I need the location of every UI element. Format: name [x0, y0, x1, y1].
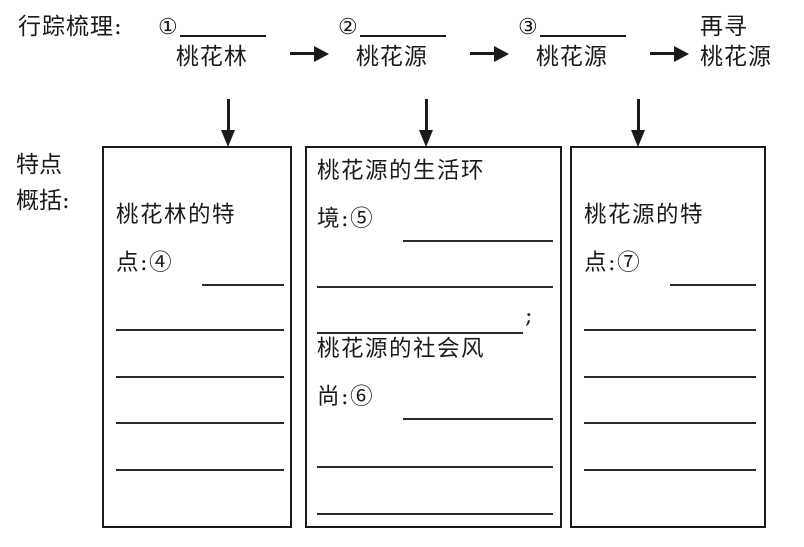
arrow-head — [494, 46, 509, 62]
box-peach-spring-life: 桃花源的生活环 境:⑤ ; 桃花源的社会风 尚:⑥ — [305, 146, 562, 528]
flow-node-2-blank[interactable] — [359, 18, 446, 37]
box-peach-spring-features: 桃花源的特 点:⑦ — [570, 146, 766, 528]
box-1-rule-3[interactable] — [116, 422, 284, 424]
flow-node-4-top: 再寻 — [700, 14, 748, 40]
arrow-head — [631, 130, 645, 147]
circled-number-1: ① — [158, 15, 178, 40]
box-2-text-line-4: 尚:⑥ — [317, 384, 375, 410]
box-3-rule-1[interactable] — [584, 329, 756, 331]
box-2-answer-blank-6[interactable] — [403, 418, 553, 420]
flow-node-1-caption: 桃花林 — [175, 44, 248, 71]
flow-node-3-top: ③ — [518, 14, 626, 40]
box-2-rule-4[interactable] — [317, 513, 553, 515]
box-1-rule-2[interactable] — [116, 376, 284, 378]
flow-row: 行踪梳理: ① 桃花林 ② 桃花源 ③ 桃花源 再寻 桃花源 — [0, 0, 804, 100]
feature-summary-label: 特点 概括: — [16, 148, 70, 219]
down-arrow-to-box-1 — [221, 99, 235, 147]
box-1-text-line-2: 点:④ — [116, 250, 174, 276]
arrow-shaft — [227, 99, 230, 135]
circled-number-3: ③ — [518, 15, 538, 40]
box-2-text-line-3: 桃花源的社会风 — [317, 336, 486, 362]
box-3-rule-3[interactable] — [584, 422, 756, 424]
flow-node-4: 再寻 桃花源 — [700, 14, 772, 73]
flow-node-3: ③ 桃花源 — [518, 14, 626, 73]
box-3-text-line-2: 点:⑦ — [584, 250, 642, 276]
flow-node-1-blank[interactable] — [179, 18, 266, 37]
box-peach-forest: 桃花林的特 点:④ — [102, 146, 292, 528]
box-3-rule-2[interactable] — [584, 376, 756, 378]
flow-node-2-caption: 桃花源 — [355, 44, 428, 71]
down-arrow-to-box-3 — [631, 99, 645, 147]
flow-arrow-1 — [290, 45, 330, 63]
box-2-rule-1[interactable] — [317, 286, 553, 288]
arrow-head — [314, 46, 329, 62]
box-1-rule-4[interactable] — [116, 469, 284, 471]
flow-node-4-caption: 桃花源 — [700, 44, 772, 71]
box-2-answer-blank-5[interactable] — [403, 240, 553, 242]
flow-node-1-top: ① — [158, 14, 266, 40]
box-3-rule-4[interactable] — [584, 469, 756, 471]
box-1-text-line-1: 桃花林的特 — [116, 202, 237, 228]
flow-node-1: ① 桃花林 — [158, 14, 266, 73]
box-2-rule-2[interactable] — [317, 332, 523, 334]
flow-node-2: ② 桃花源 — [338, 14, 446, 73]
box-2-semicolon: ; — [525, 304, 533, 329]
arrow-head — [221, 130, 235, 147]
circled-number-2: ② — [338, 15, 358, 40]
arrow-shaft — [637, 99, 640, 135]
arrow-head — [674, 46, 689, 62]
box-2-text-line-2: 境:⑤ — [317, 206, 375, 232]
arrow-head — [419, 130, 433, 147]
feature-summary-label-line1: 特点 — [16, 152, 62, 178]
flow-node-2-top: ② — [338, 14, 446, 40]
flow-node-3-blank[interactable] — [539, 18, 626, 37]
flow-node-3-caption: 桃花源 — [535, 44, 608, 71]
down-arrow-to-box-2 — [419, 99, 433, 147]
box-2-text-line-1: 桃花源的生活环 — [317, 158, 486, 184]
flow-arrow-2 — [470, 45, 510, 63]
arrow-shaft — [650, 52, 680, 55]
feature-summary-label-line2: 概括: — [16, 187, 70, 214]
arrow-shaft — [470, 52, 500, 55]
box-2-rule-3[interactable] — [317, 466, 553, 468]
arrow-shaft — [425, 99, 428, 135]
flow-arrow-3 — [650, 45, 690, 63]
box-3-answer-blank[interactable] — [670, 284, 756, 286]
box-1-answer-blank[interactable] — [202, 284, 284, 286]
box-1-rule-1[interactable] — [116, 329, 284, 331]
box-3-text-line-1: 桃花源的特 — [584, 202, 705, 228]
flow-row-label: 行踪梳理: — [18, 14, 123, 40]
arrow-shaft — [290, 52, 320, 55]
